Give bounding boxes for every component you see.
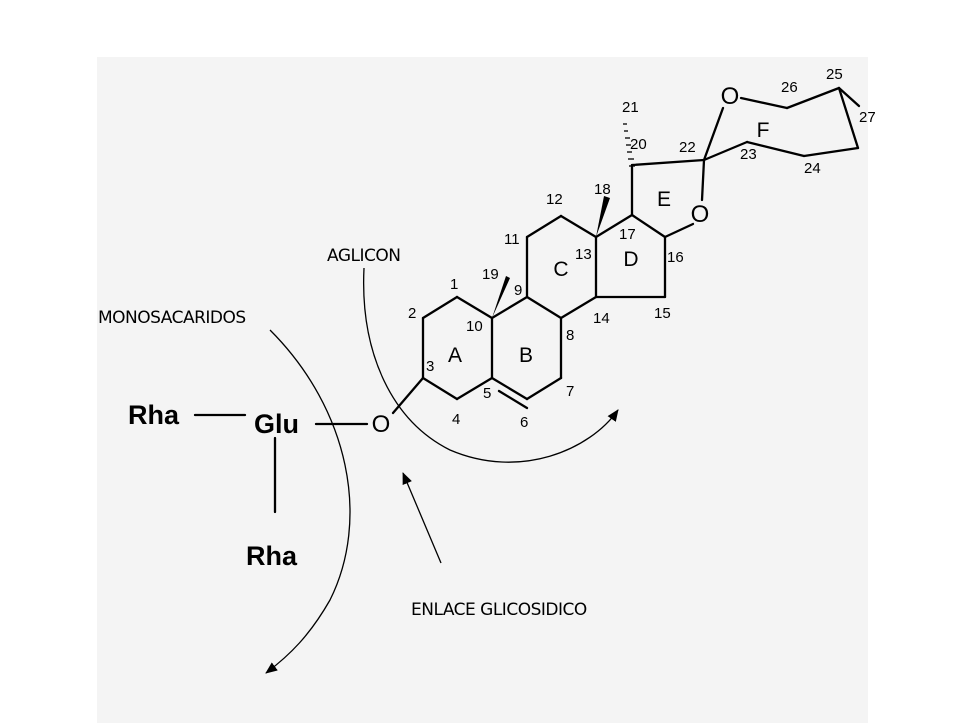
rhamnose-bottom-label: Rha	[246, 541, 298, 571]
ring-f-bonds	[702, 86, 861, 162]
ring-c-label: C	[553, 258, 568, 281]
glycosidic-oxygen: O	[372, 411, 391, 438]
carbon-15-label: 15	[654, 305, 671, 322]
carbon-17-label: 17	[619, 226, 636, 243]
heteroatoms: O O O	[372, 83, 740, 438]
methyl-19-wedge	[492, 276, 510, 318]
aglicon-arrow	[362, 267, 619, 463]
ring-a-bonds	[421, 295, 494, 401]
callout-labels: AGLICON MONOSACARIDOS ENLACE GLICOSIDICO	[98, 246, 587, 620]
ring-e-oxygen: O	[691, 201, 710, 228]
carbon-1-label: 1	[450, 276, 458, 293]
carbon-12-label: 12	[546, 191, 563, 208]
carbon-22-label: 22	[679, 139, 696, 156]
aglicon-label: AGLICON	[327, 246, 400, 266]
carbon-numbers: 1 2 3 4 5 6 7 8 9 10 11 12 13 14 15 16 1…	[408, 66, 876, 431]
carbon-23-label: 23	[740, 146, 757, 163]
carbon-19-label: 19	[482, 266, 499, 283]
monosacaridos-arrow	[265, 329, 351, 674]
ring-d-bonds	[594, 213, 667, 299]
carbon-8-label: 8	[566, 327, 574, 344]
annotation-arrows	[265, 267, 619, 674]
carbon-20-label: 20	[630, 136, 647, 153]
ring-a-label: A	[448, 344, 462, 367]
carbon-16-label: 16	[667, 249, 684, 266]
carbon-25-label: 25	[826, 66, 843, 83]
ring-d-label: D	[623, 248, 638, 271]
enlace-arrow	[402, 472, 442, 564]
rhamnose-left-label: Rha	[128, 400, 180, 430]
carbon-11-label: 11	[504, 231, 520, 248]
carbon-26-label: 26	[781, 79, 798, 96]
double-bond-5-6	[497, 389, 529, 410]
sugar-units: Rha Glu Rha	[128, 400, 299, 571]
carbon-7-label: 7	[566, 383, 574, 400]
methyl-21-hash	[623, 123, 635, 167]
carbon-14-label: 14	[593, 310, 610, 327]
enlace-glicosidico-label: ENLACE GLICOSIDICO	[411, 600, 587, 620]
carbon-2-label: 2	[408, 305, 416, 322]
ring-c-bonds	[525, 214, 598, 320]
carbon-9-label: 9	[514, 282, 522, 299]
monosacaridos-label: MONOSACARIDOS	[98, 308, 246, 328]
carbon-21-label: 21	[622, 99, 639, 116]
carbon-4-label: 4	[452, 411, 460, 428]
carbon-6-label: 6	[520, 414, 528, 431]
glucose-label: Glu	[254, 409, 299, 439]
glycosidic-linkage-bonds	[193, 376, 425, 514]
methyl-18-wedge	[596, 196, 610, 237]
ring-b-label: B	[519, 344, 533, 367]
carbon-3-label: 3	[426, 358, 434, 375]
carbon-13-label: 13	[575, 246, 592, 263]
ring-e-label: E	[657, 188, 671, 211]
ring-e-bonds	[630, 158, 706, 239]
carbon-24-label: 24	[804, 160, 821, 177]
ring-letters: A B C D E F	[448, 119, 769, 367]
carbon-18-label: 18	[594, 181, 611, 198]
ring-b-bonds	[490, 295, 563, 410]
ring-f-label: F	[757, 119, 770, 142]
carbon-5-label: 5	[483, 385, 491, 402]
carbon-10-label: 10	[466, 318, 483, 335]
methyl-groups	[492, 123, 635, 318]
diagram-panel	[97, 57, 868, 723]
ring-f-oxygen: O	[721, 83, 740, 110]
carbon-27-label: 27	[859, 109, 876, 126]
